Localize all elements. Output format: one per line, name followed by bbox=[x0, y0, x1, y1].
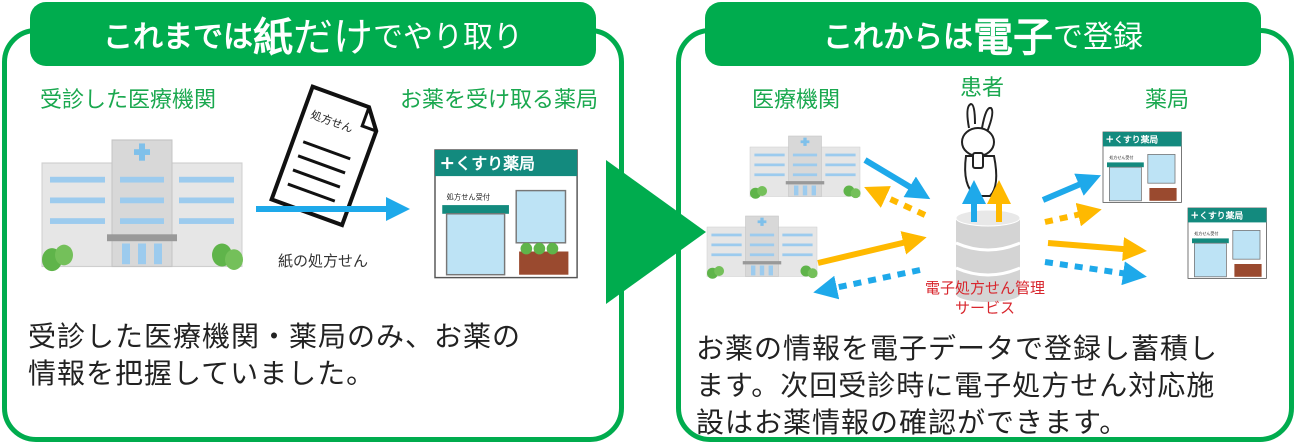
paper-prescription-icon: 処方せん bbox=[269, 84, 379, 228]
title-text: これまでは bbox=[103, 20, 253, 55]
left-title: これまでは紙だけでやり取り bbox=[30, 2, 596, 66]
svg-text:くすり薬局: くすり薬局 bbox=[1114, 133, 1158, 145]
data-flow-arrows bbox=[813, 157, 1147, 300]
svg-text:くすり薬局: くすり薬局 bbox=[1199, 209, 1243, 221]
svg-text:くすり薬局: くすり薬局 bbox=[455, 154, 535, 173]
transition-arrow bbox=[606, 160, 706, 304]
service-label-line: サービス bbox=[954, 299, 1015, 317]
title-text: で登録 bbox=[1053, 20, 1143, 55]
right-title: これからは電子で登録 bbox=[705, 2, 1261, 66]
svg-text:処方せん受付: 処方せん受付 bbox=[1109, 154, 1133, 160]
patient-rabbit-icon bbox=[961, 102, 998, 197]
service-label-line: 電子処方せん管理 bbox=[924, 279, 1045, 297]
description-line: 受診した医療機関・薬局のみ、お薬の bbox=[28, 320, 522, 353]
title-emphasis: 紙 bbox=[253, 15, 293, 61]
patient-label: 患者 bbox=[960, 76, 1005, 101]
service-label: 電子処方せん管理 サービス bbox=[905, 278, 1065, 318]
pharmacy-label: お薬を受け取る薬局 bbox=[400, 88, 599, 113]
description-line: 設はお薬情報の確認ができます。 bbox=[696, 406, 1129, 439]
pharmacy-illustration: くすり薬局+ 処方せん受付 bbox=[1102, 131, 1182, 203]
right-description: お薬の情報を電子データで登録し蓄積し ます。次回受診時に電子処方せん対応施 設は… bbox=[696, 330, 1218, 441]
pharmacy-illustration: くすり薬局 + 処方せん受付 bbox=[434, 149, 578, 279]
description-line: 情報を把握していました。 bbox=[28, 357, 376, 390]
hospital-illustration bbox=[41, 139, 244, 272]
pharmacy-illustration: くすり薬局+ 処方せん受付 bbox=[1187, 207, 1267, 279]
hospital-illustration bbox=[749, 135, 861, 199]
title-text: でやり取り bbox=[373, 20, 523, 55]
database-icon bbox=[955, 209, 1021, 302]
left-description: 受診した医療機関・薬局のみ、お薬の 情報を把握していました。 bbox=[28, 318, 521, 392]
description-line: ます。次回受診時に電子処方せん対応施 bbox=[696, 369, 1216, 402]
hospital-label: 受診した医療機関 bbox=[40, 88, 217, 113]
hospital-illustration bbox=[706, 215, 818, 279]
title-text: これからは bbox=[823, 20, 973, 55]
hospital-label: 医療機関 bbox=[752, 88, 841, 113]
svg-text:処方せん受付: 処方せん受付 bbox=[447, 192, 491, 201]
description-line: お薬の情報を電子データで登録し蓄積し bbox=[696, 332, 1219, 365]
svg-text:処方せん受付: 処方せん受付 bbox=[1194, 230, 1218, 236]
paper-caption: 紙の処方せん bbox=[278, 252, 369, 270]
svg-text:+: + bbox=[1190, 209, 1199, 221]
pharmacy-label: 薬局 bbox=[1145, 88, 1190, 113]
svg-text:+: + bbox=[439, 153, 455, 174]
title-emphasis: 電子 bbox=[973, 15, 1053, 61]
svg-text:+: + bbox=[1105, 133, 1114, 145]
title-emphasis: だけ bbox=[293, 15, 373, 61]
